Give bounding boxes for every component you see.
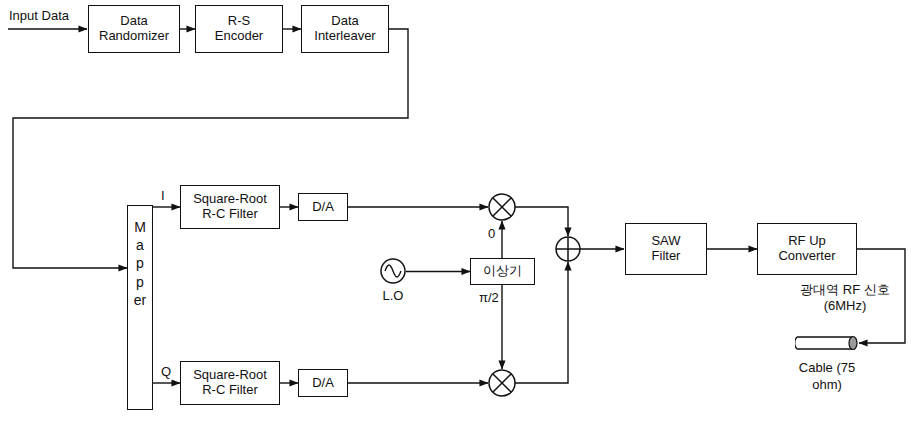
- node-label: RF Up Converter: [768, 234, 846, 264]
- node-label: Data Randomizer: [99, 14, 169, 44]
- cable-end: [849, 337, 857, 350]
- signal-wires: [8, 29, 624, 383]
- mapper-box: Mapper: [127, 205, 153, 410]
- signal-connector: [707, 248, 757, 249]
- signal-connector: [153, 206, 180, 207]
- oscillator-circle: [381, 259, 405, 283]
- adder-cross: [556, 237, 580, 261]
- oscillator-outline: [380, 258, 406, 284]
- phase-label: 0: [487, 226, 496, 242]
- node-label: D/A: [309, 200, 337, 215]
- node-label: L.O: [360, 288, 426, 303]
- mixer-to-adder-wire: [515, 207, 568, 236]
- multiplier-cross: [493, 374, 511, 392]
- input-wire: [8, 28, 87, 29]
- converter-box: RF Up Converter: [757, 223, 857, 275]
- multiplier-symbol: [489, 194, 515, 220]
- cable-cut: [795, 337, 797, 349]
- signal-connector: [280, 382, 298, 383]
- cable-icon: [795, 330, 859, 356]
- input-label: Input Data: [8, 8, 70, 24]
- edge-label: 광대역 RF 신호 (6MHz): [790, 282, 900, 313]
- process-box: Data Interleaver: [301, 5, 389, 53]
- signal-connector: [280, 206, 298, 207]
- node-label: Cable (75 ohm): [795, 360, 859, 394]
- phase-wire: [501, 221, 502, 258]
- node-label: Mapper: [133, 218, 147, 309]
- converter-box: D/A: [298, 369, 348, 397]
- node-label: Data Interleaver: [312, 14, 378, 44]
- phase-shifter-box: 이상기: [470, 258, 535, 285]
- converter-box: D/A: [298, 193, 348, 221]
- phase-label: π/2: [478, 290, 500, 306]
- filter-box: Square-Root R-C Filter: [180, 185, 280, 229]
- mixer-symbols: [489, 194, 580, 396]
- node-label: R-S Encoder: [206, 14, 272, 44]
- edge-label: I: [160, 188, 166, 204]
- signal-connector: [13, 29, 408, 268]
- oscillator-symbol: L.O: [380, 258, 406, 284]
- edge-label: Q: [160, 364, 172, 380]
- multiplier-cross: [493, 198, 511, 216]
- filter-box: Square-Root R-C Filter: [180, 361, 280, 405]
- multiplier-symbol: [489, 370, 515, 396]
- filter-box: SAW Filter: [625, 223, 707, 275]
- phase-wire: [501, 285, 502, 369]
- signal-connector: [180, 28, 195, 29]
- adder-symbol: [556, 237, 580, 261]
- da-to-mixer-wire: [348, 206, 488, 207]
- node-label: 이상기: [481, 264, 524, 279]
- cable-body: [797, 337, 853, 349]
- sine-wave: [385, 265, 401, 277]
- signal-connector: [153, 382, 180, 383]
- cable-connector: Cable (75 ohm): [795, 330, 859, 396]
- node-label: SAW Filter: [636, 234, 696, 264]
- adder-to-saw-wire: [580, 248, 624, 249]
- process-box: Data Randomizer: [88, 5, 180, 53]
- signal-connector: [283, 28, 301, 29]
- node-label: D/A: [309, 376, 337, 391]
- node-label: Square-Root R-C Filter: [191, 192, 269, 222]
- da-to-mixer-wire: [348, 382, 488, 383]
- node-label: Square-Root R-C Filter: [191, 368, 269, 398]
- signal-connector: [406, 271, 470, 272]
- process-box: R-S Encoder: [195, 5, 283, 53]
